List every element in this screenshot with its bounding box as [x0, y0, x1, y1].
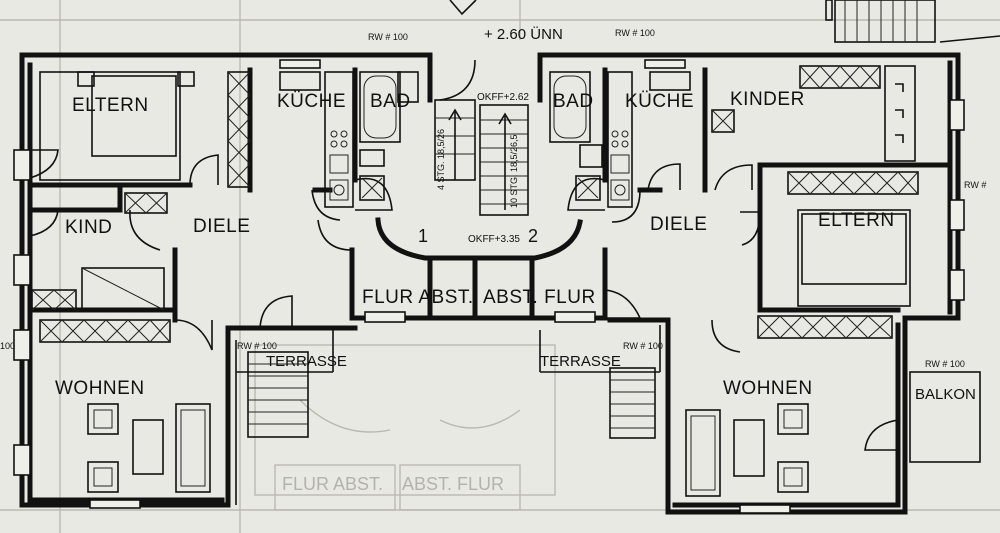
label-diele-left: DIELE: [193, 216, 250, 237]
label-kueche-right: KÜCHE: [625, 91, 694, 112]
left-terrace-stair: [235, 330, 334, 505]
label-balkon-right: BALKON: [915, 386, 976, 403]
label-bad-right: BAD: [553, 91, 594, 112]
label-wohnen-right: WOHNEN: [723, 378, 813, 399]
rw-top-left: RW # 100: [368, 32, 408, 42]
label-bad-left: BAD: [370, 91, 411, 112]
label-kinder-right: KINDER: [730, 89, 805, 110]
rw-right-edge: RW #: [964, 180, 986, 190]
central-stair: [375, 59, 583, 321]
window-marks: [13, 59, 965, 514]
unit-number-2: 2: [528, 226, 538, 246]
stair-right-annotation: 10 STG. 18,5/26,5: [509, 134, 519, 208]
label-diele-right: DIELE: [650, 214, 707, 235]
right-furniture: [549, 65, 981, 497]
doors: [29, 149, 899, 451]
label-kind-left: KIND: [65, 217, 112, 238]
top-fragments: [449, 0, 1000, 43]
level-annotation-top: + 2.60 ÜNN: [484, 25, 563, 43]
label-terrasse-right: TERRASSE: [540, 353, 621, 370]
svg-text:FLUR ABST.: FLUR ABST.: [282, 474, 383, 494]
left-room-labels: ELTERN KÜCHE BAD KIND DIELE WOHNEN TERRA…: [55, 91, 474, 399]
label-wohnen-left: WOHNEN: [55, 378, 145, 399]
label-eltern-right: ELTERN: [818, 210, 895, 231]
rw-terrace-right: RW # 100: [623, 341, 663, 351]
rw-terrace-left: RW # 100: [237, 341, 277, 351]
annotations: + 2.60 ÜNN OKFF+2.62 OKFF+3.35 4 STG. 18…: [0, 25, 986, 369]
okff-lower-annotation: OKFF+3.35: [468, 234, 520, 245]
right-terrace-stair: [539, 325, 661, 439]
label-kueche-left: KÜCHE: [277, 91, 346, 112]
left-furniture: [31, 71, 419, 493]
right-room-labels: BAD KÜCHE KINDER DIELE ELTERN WOHNEN TER…: [483, 89, 976, 403]
rw-left-edge: 100: [0, 341, 15, 351]
okff-upper-annotation: OKFF+2.62: [477, 92, 529, 103]
label-terrasse-left: TERRASSE: [266, 353, 347, 370]
unit-number-1: 1: [418, 226, 428, 246]
rw-top-right: RW # 100: [615, 28, 655, 38]
rw-balkon: RW # 100: [925, 359, 965, 369]
svg-text:ABST. FLUR: ABST. FLUR: [402, 474, 504, 494]
label-eltern-left: ELTERN: [72, 95, 149, 116]
stair-left-annotation: 4 STG. 18,5/26: [436, 129, 446, 190]
label-abst-flur-right: ABST. FLUR: [483, 287, 596, 308]
label-flur-abst-left: FLUR ABST.: [362, 287, 474, 308]
